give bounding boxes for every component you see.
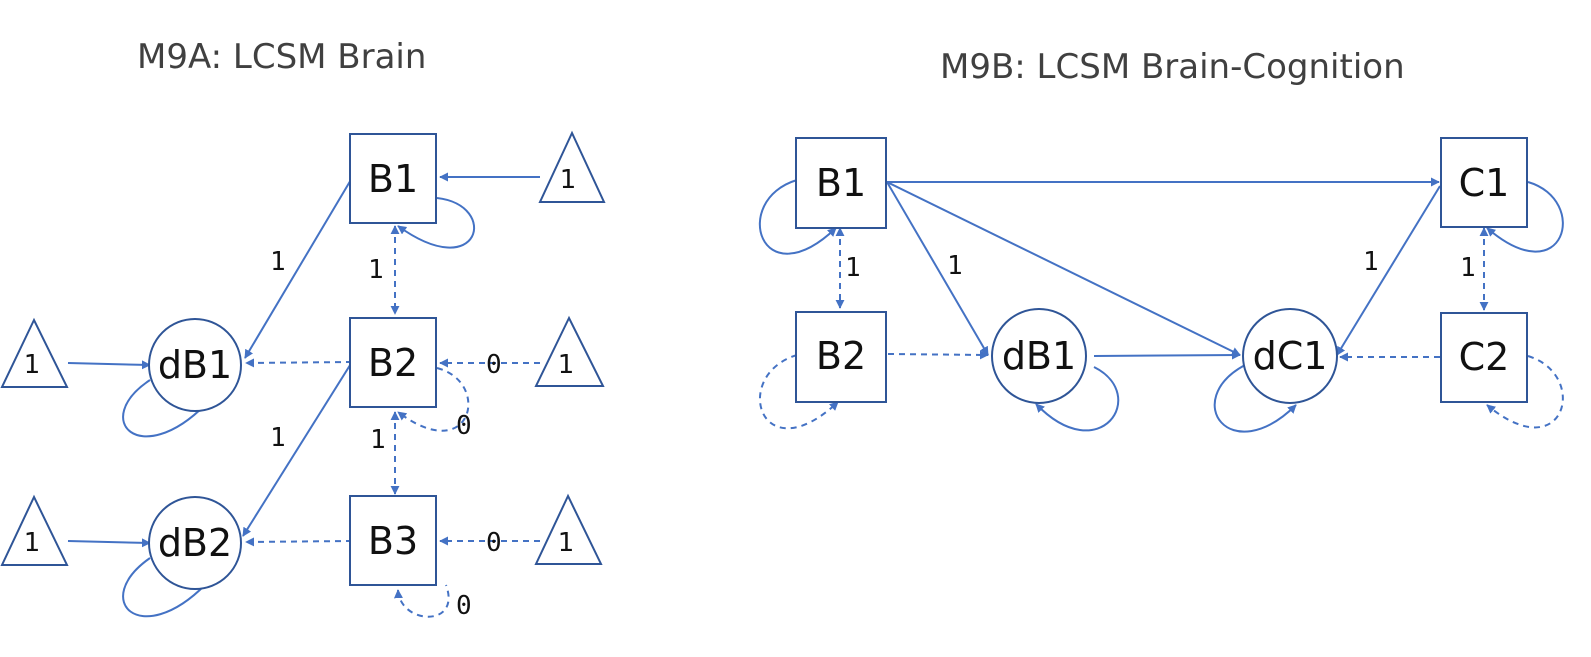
title-m9b: M9B: LCSM Brain-Cognition — [940, 47, 1405, 87]
variance-b2 — [759, 354, 839, 430]
label-b3-variance: 0 — [456, 591, 472, 621]
constant-db1-label: 1 — [24, 350, 41, 380]
variance-dc1 — [1213, 364, 1297, 433]
path-b1-to-db1 — [244, 177, 353, 359]
variance-db1 — [122, 379, 206, 438]
label-b1-to-db1: 1 — [270, 247, 286, 277]
node-b1-label: B1 — [368, 157, 418, 201]
variance-b2 — [397, 367, 470, 432]
node-c1 — [1440, 137, 1528, 228]
path-b3-to-db2 — [245, 537, 353, 547]
path-b2-to-db1 — [245, 358, 353, 368]
node-db2 — [148, 496, 242, 590]
variance-b1 — [397, 197, 475, 249]
node-dc1-label: dC1 — [1253, 334, 1328, 378]
node-b2-label: B2 — [816, 334, 866, 378]
path-b2-to-db2 — [242, 361, 353, 537]
node-db1-label: dB1 — [158, 343, 232, 387]
path-b2-to-db1 — [887, 350, 989, 360]
constant-db1 — [0, 317, 69, 388]
label-b2-to-db2: 1 — [270, 423, 286, 453]
variance-b3 — [393, 584, 450, 618]
path-b1-to-dc1 — [886, 181, 1241, 356]
label-const-to-b2: 0 — [486, 350, 502, 380]
node-b1-label: B1 — [816, 161, 866, 205]
label-b1-b2: 1 — [845, 253, 861, 283]
path-const-to-db2 — [67, 538, 151, 548]
node-db2-label: dB2 — [158, 521, 232, 565]
node-b3 — [349, 495, 437, 586]
constant-b3-label: 1 — [558, 528, 575, 558]
label-b2-b3: 1 — [370, 425, 386, 455]
node-b1 — [349, 133, 437, 224]
left-model: 1 1 1 1 0 0 0 0 B1 B2 B3 dB1 dB2 1 1 1 1… — [0, 130, 606, 621]
path-const-to-db1 — [67, 360, 151, 370]
node-dc1 — [1242, 308, 1338, 404]
node-db1 — [148, 318, 242, 412]
node-db1 — [991, 308, 1087, 404]
variance-c1 — [1486, 181, 1564, 253]
constant-db2 — [0, 494, 69, 566]
node-c2 — [1440, 312, 1528, 403]
path-db1-to-dc1 — [1093, 350, 1241, 360]
constant-b3 — [534, 493, 603, 565]
node-b3-label: B3 — [368, 519, 418, 563]
node-db1-label: dB1 — [1002, 334, 1076, 378]
constant-db2-label: 1 — [24, 528, 41, 558]
right-model: 1 1 1 1 B1 B2 C1 C2 dB1 dC1 — [759, 137, 1564, 433]
constant-b1 — [538, 130, 606, 203]
label-const-to-b3: 0 — [486, 528, 502, 558]
label-b1-to-db1: 1 — [947, 251, 963, 281]
title-m9a: M9A: LCSM Brain — [137, 37, 426, 77]
constant-b2-label: 1 — [558, 350, 575, 380]
path-b1-to-db1 — [886, 181, 989, 356]
label-c1-to-dc1: 1 — [1363, 247, 1379, 277]
node-b2-label: B2 — [368, 341, 418, 385]
variance-b1 — [759, 179, 837, 255]
label-b2-variance: 0 — [456, 411, 472, 441]
node-b1 — [795, 137, 887, 229]
constant-b2 — [534, 315, 605, 387]
variance-db2 — [122, 557, 206, 618]
node-b2 — [349, 317, 437, 408]
node-c1-label: C1 — [1459, 161, 1510, 205]
path-c1-to-dc1 — [1336, 185, 1441, 356]
label-c1-c2: 1 — [1460, 253, 1476, 283]
node-b2 — [795, 311, 887, 403]
node-c2-label: C2 — [1459, 335, 1510, 379]
variance-c2 — [1486, 355, 1564, 429]
variance-db1 — [1035, 366, 1120, 432]
label-b1-b2: 1 — [368, 255, 384, 285]
constant-b1-label: 1 — [560, 165, 577, 195]
